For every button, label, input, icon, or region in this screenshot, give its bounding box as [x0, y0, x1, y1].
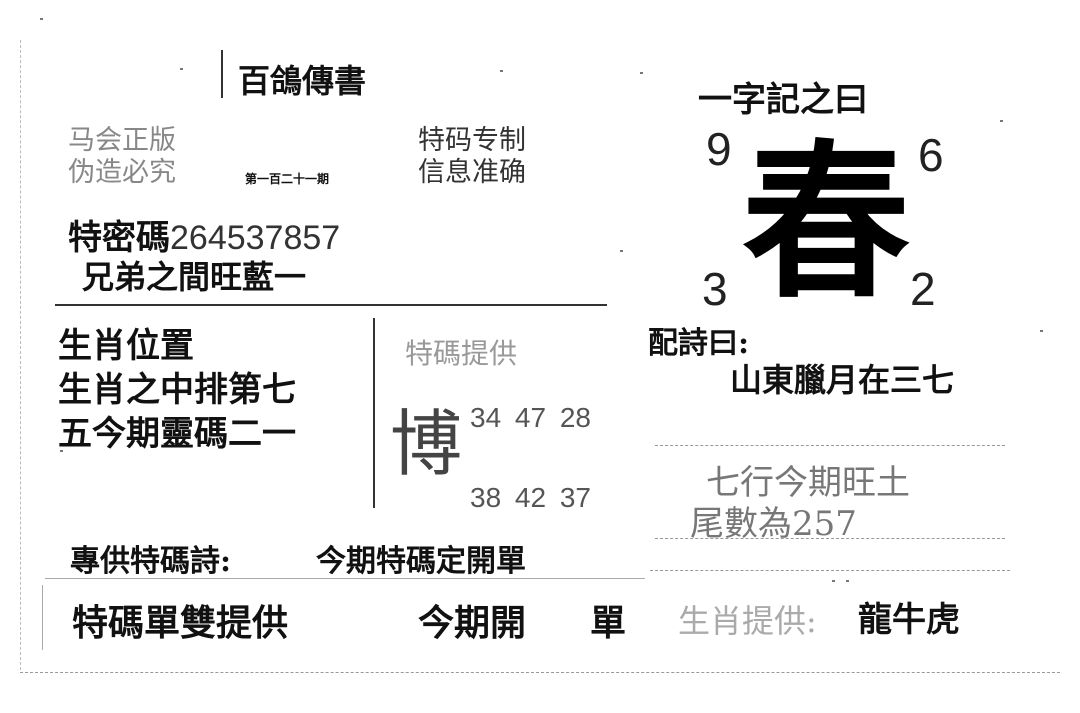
- special-provide-row-2: 38 42 37: [470, 482, 591, 513]
- zodiac-position-line-2: 生肖之中排第七: [58, 370, 296, 410]
- word-num-top-left: 9: [706, 123, 732, 175]
- zodiac-provide-text: 龍牛虎: [858, 600, 960, 640]
- odd-even-text-2: 單: [590, 602, 627, 644]
- poem-text: 山東臘月在三七: [730, 361, 955, 399]
- secret-code-subtitle: 兄弟之間旺藍一: [82, 258, 307, 296]
- special-line-2: 信息准确: [418, 157, 526, 188]
- speck: [180, 68, 183, 70]
- speck: [832, 580, 835, 582]
- official-line-2: 伪造必究: [68, 157, 176, 188]
- word-num-bottom-left: 3: [702, 263, 728, 315]
- speck: [40, 18, 43, 20]
- header-title: 百鴿傳書: [238, 62, 367, 100]
- bottom-border-dash: [20, 672, 1060, 673]
- zodiac-position-line-1: 生肖位置: [58, 326, 194, 366]
- secret-code-digits: 264537857: [170, 219, 341, 257]
- zodiac-provide-label: 生肖提供:: [678, 602, 817, 640]
- secret-code-label: 特密碼: [68, 218, 170, 258]
- speck: [500, 70, 503, 72]
- special-provide-row-1: 34 47 28: [470, 402, 591, 433]
- speck: [1040, 330, 1043, 332]
- right-dash-1: [655, 445, 1005, 446]
- word-num-bottom-right: 2: [910, 263, 936, 315]
- special-provide-big-char: 博: [390, 402, 463, 486]
- five-elements-line-1: 七行今期旺土: [706, 463, 910, 503]
- speck: [620, 250, 623, 252]
- word-num-top-right: 6: [918, 129, 944, 181]
- word-of-day-title: 一字記之曰: [698, 80, 868, 120]
- special-poem-label: 專供特碼詩:: [70, 544, 232, 579]
- right-dash-2: [655, 538, 1005, 539]
- odd-even-text-1: 今期開: [418, 602, 527, 644]
- word-of-day-char: 春: [742, 123, 910, 321]
- speck: [640, 72, 643, 74]
- bottom-box-top: [45, 578, 645, 579]
- poem-label: 配詩曰:: [648, 326, 750, 361]
- header-divider: [221, 50, 223, 98]
- five-elements-line-2: 尾數為257: [690, 504, 857, 544]
- odd-even-label: 特碼單雙提供: [72, 602, 289, 644]
- middle-column-divider: [373, 318, 375, 508]
- special-provide-label: 特碼提供: [405, 337, 518, 370]
- right-dash-3: [650, 570, 1010, 571]
- secret-code-row: 特密碼264537857: [68, 210, 340, 259]
- zodiac-position-line-3: 五今期靈碼二一: [58, 414, 296, 454]
- left-section-divider: [55, 304, 607, 306]
- special-line-1: 特码专制: [418, 125, 526, 156]
- speck: [1000, 120, 1003, 122]
- speck: [60, 450, 63, 452]
- special-poem-text: 今期特碼定開單: [316, 544, 526, 579]
- issue-number: 第一百二十一期: [245, 172, 330, 186]
- left-border-dash: [20, 40, 22, 670]
- official-line-1: 马会正版: [68, 125, 176, 156]
- speck: [846, 580, 849, 582]
- bottom-box-left: [42, 585, 44, 650]
